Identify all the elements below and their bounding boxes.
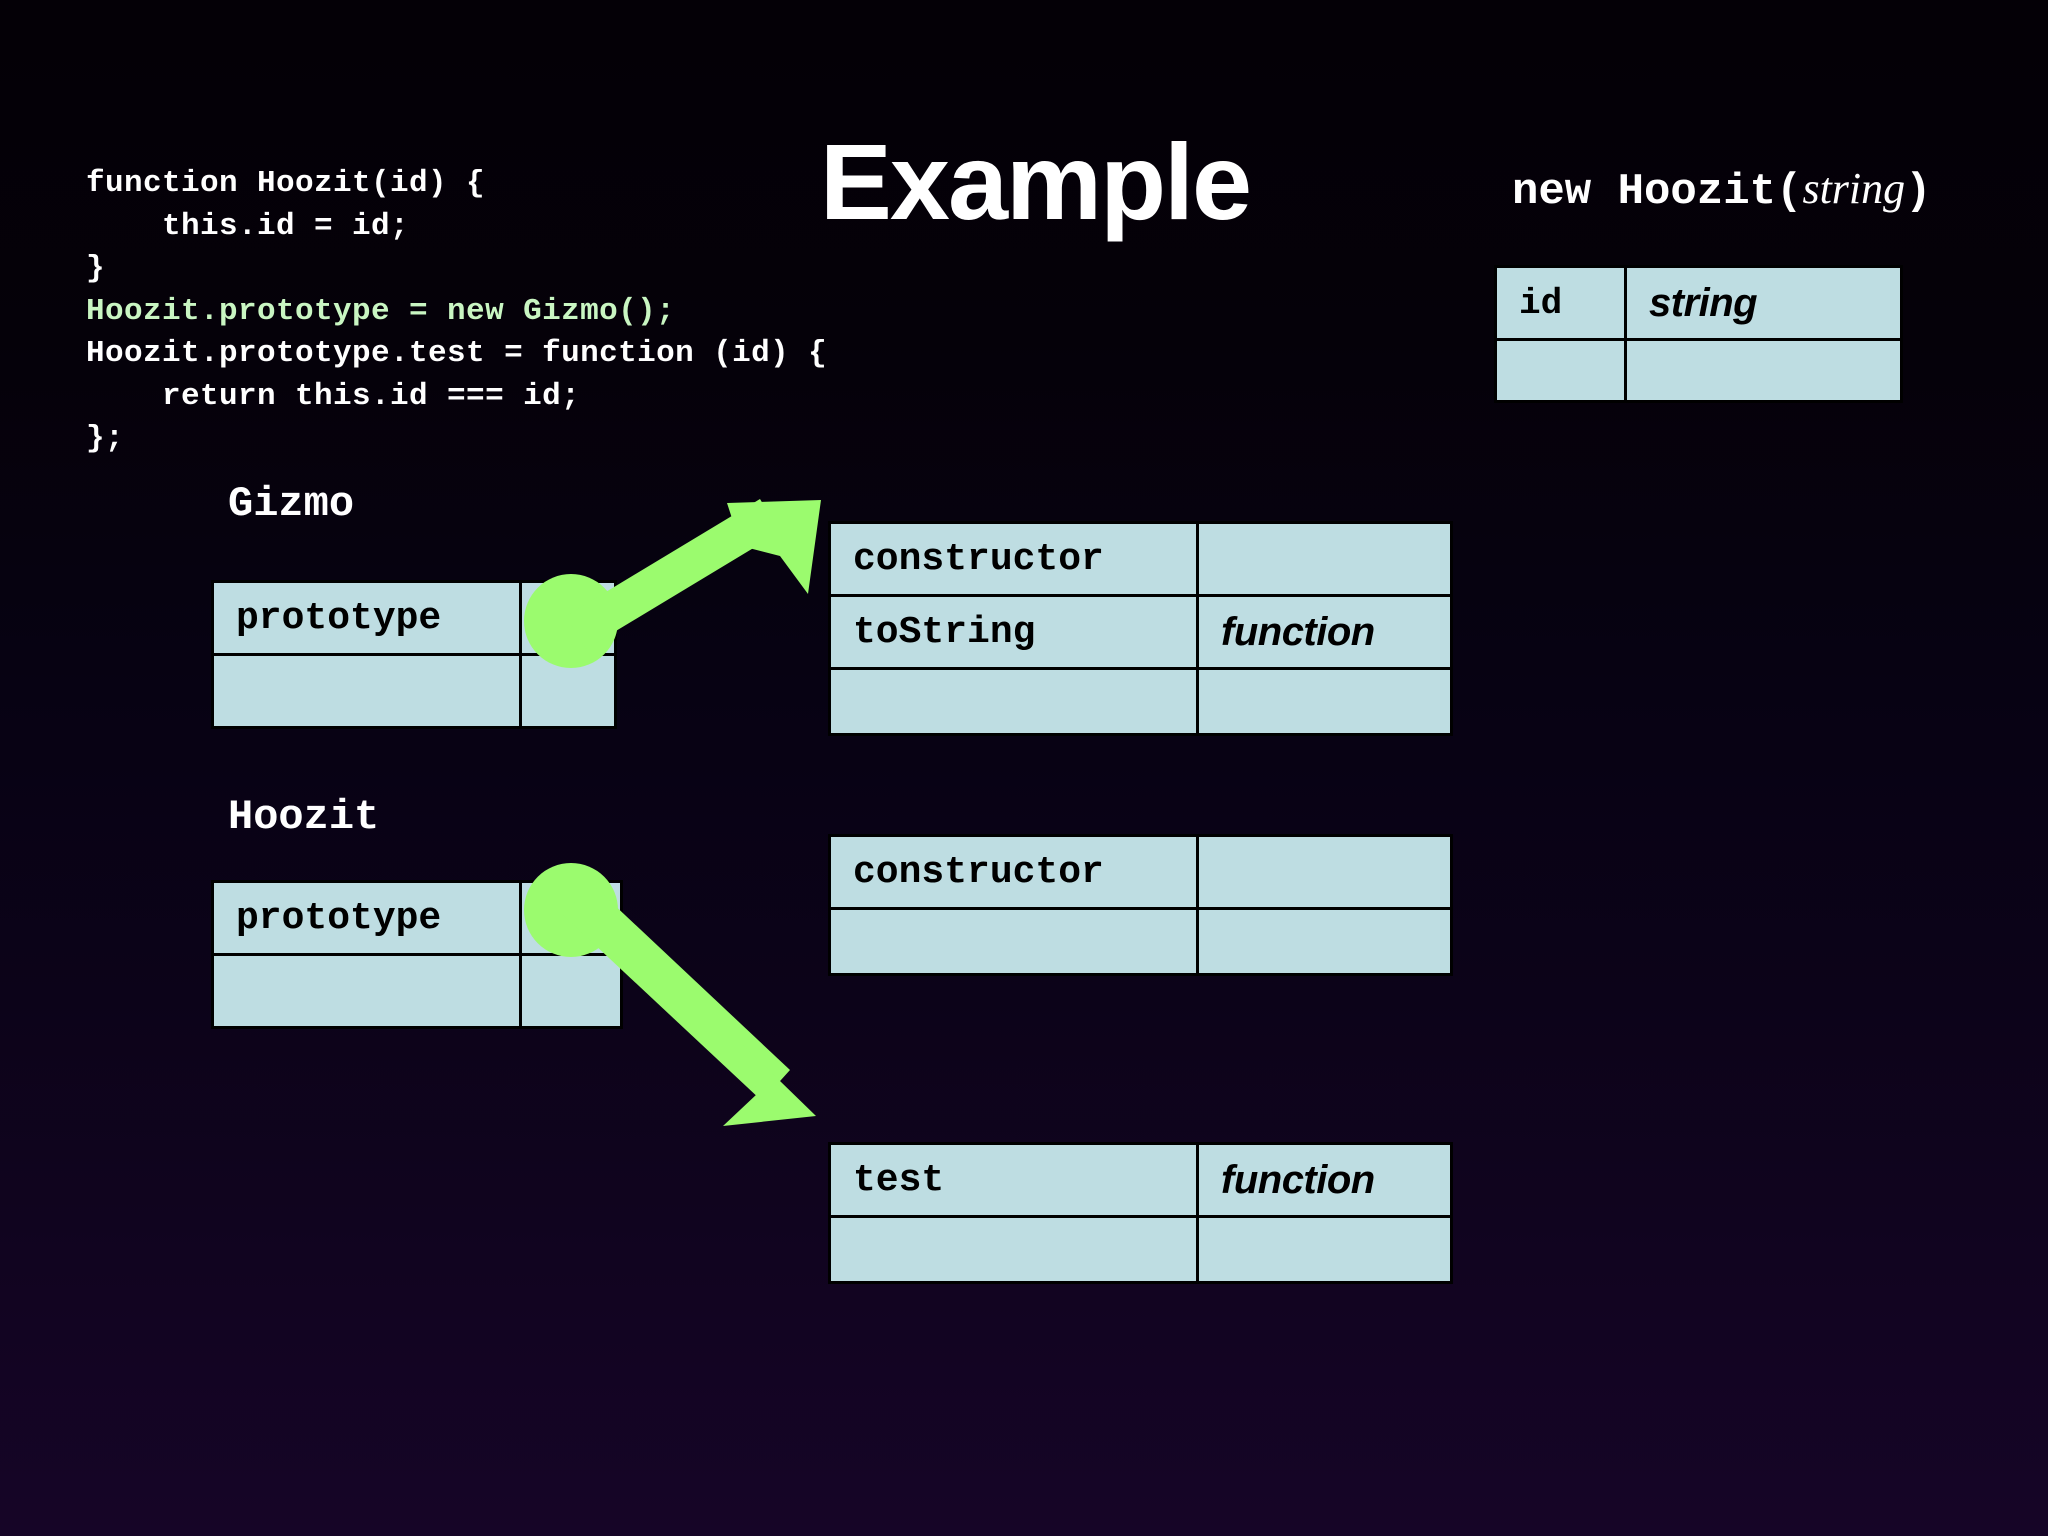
gizmo-row-1-key — [211, 653, 522, 729]
table-row — [1494, 338, 1903, 403]
gizmo-proto-row-2-value — [1196, 667, 1453, 736]
hoozit-row-0-value — [519, 880, 623, 956]
table-row — [211, 653, 617, 729]
table-row: prototype — [211, 580, 617, 656]
code-line-0: function Hoozit(id) { — [86, 166, 486, 201]
table-row — [828, 667, 1453, 736]
gizmo-prototype-table: constructor toString function — [828, 521, 1453, 736]
code-line-5: return this.id === id; — [86, 378, 581, 414]
instance-row-1-key — [1494, 338, 1627, 403]
hoozit-table: prototype — [211, 880, 623, 1029]
table-row: constructor — [828, 834, 1453, 910]
gizmo-proto-row-2-key — [828, 667, 1199, 736]
gizmo-table: prototype — [211, 580, 617, 729]
hoozit-label: Hoozit — [228, 793, 380, 841]
gizmo-proto-row-1-value: function — [1196, 594, 1453, 670]
table-row: toString function — [828, 594, 1453, 670]
code-line-1: this.id = id; — [86, 208, 410, 244]
instance-row-0-key: id — [1494, 265, 1627, 341]
table-row — [828, 1215, 1453, 1284]
code-line-3: Hoozit.prototype = new Gizmo(); — [86, 293, 676, 329]
code-line-6: }; — [86, 421, 125, 456]
instance-header: new Hoozit(string) — [1512, 164, 1932, 217]
gizmo-row-0-value — [519, 580, 617, 656]
table-row: test function — [828, 1142, 1453, 1218]
instance-row-1-value — [1624, 338, 1903, 403]
instance-header-suffix: ) — [1905, 167, 1932, 217]
table-row — [828, 907, 1453, 976]
code-line-4: Hoozit.prototype.test = function (id) { — [86, 336, 828, 371]
instance-header-italic: string — [1802, 164, 1906, 213]
test-row-0-key: test — [828, 1142, 1199, 1218]
hoozit-row-1-key — [211, 953, 522, 1029]
test-row-1-key — [828, 1215, 1199, 1284]
hoozit-proto-row-1-value — [1196, 907, 1453, 976]
gizmo-label: Gizmo — [228, 480, 355, 528]
table-row: constructor — [828, 521, 1453, 597]
code-line-2: } — [86, 251, 106, 286]
hoozit-row-1-value — [519, 953, 623, 1029]
instance-header-prefix: new Hoozit( — [1512, 167, 1803, 217]
hoozit-proto-row-1-key — [828, 907, 1199, 976]
table-row: prototype — [211, 880, 623, 956]
gizmo-row-0-key: prototype — [211, 580, 522, 656]
gizmo-proto-row-1-key: toString — [828, 594, 1199, 670]
table-row: id string — [1494, 265, 1903, 341]
test-row-1-value — [1196, 1215, 1453, 1284]
instance-table: id string — [1494, 265, 1903, 403]
gizmo-row-1-value — [519, 653, 617, 729]
table-row — [211, 953, 623, 1029]
test-object-table: test function — [828, 1142, 1453, 1284]
hoozit-row-0-key: prototype — [211, 880, 522, 956]
hoozit-prototype-table: constructor — [828, 834, 1453, 976]
hoozit-proto-row-0-value — [1196, 834, 1453, 910]
page-title: Example — [819, 121, 1252, 242]
code-block: function Hoozit(id) { this.id = id; } Ho… — [86, 163, 827, 461]
instance-row-0-value: string — [1624, 265, 1903, 341]
test-row-0-value: function — [1196, 1142, 1453, 1218]
gizmo-proto-row-0-value — [1196, 521, 1453, 597]
hoozit-proto-row-0-key: constructor — [828, 834, 1199, 910]
gizmo-proto-row-0-key: constructor — [828, 521, 1199, 597]
